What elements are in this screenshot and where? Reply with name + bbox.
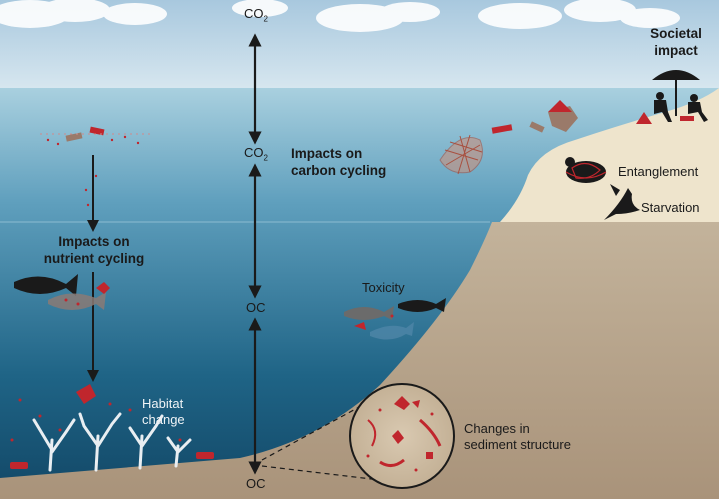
sediment-structure-label: Changes in sediment structure bbox=[464, 421, 571, 452]
oc-water-label: OC bbox=[246, 300, 266, 315]
plastic-debris-icon bbox=[10, 384, 214, 469]
fish-icon bbox=[14, 274, 110, 310]
seabird-icon bbox=[604, 184, 640, 220]
habitat-change-label: Habitat change bbox=[142, 396, 185, 427]
fish-icon bbox=[344, 298, 446, 340]
co2-atmosphere-label: CO2 bbox=[244, 6, 268, 24]
societal-impact-label: Societal impact bbox=[650, 26, 702, 58]
sunbather-icon bbox=[654, 92, 708, 122]
plastic-debris-icon bbox=[491, 100, 694, 134]
umbrella-icon bbox=[652, 70, 700, 116]
starvation-label: Starvation bbox=[641, 200, 700, 215]
coral-icon bbox=[32, 412, 192, 472]
toxicity-label: Toxicity bbox=[362, 280, 405, 295]
nutrient-cycling-label: Impacts on nutrient cycling bbox=[43, 234, 145, 266]
seafloor-sediment bbox=[0, 222, 719, 499]
co2-surface-label: CO2 bbox=[244, 145, 268, 163]
carbon-cycling-label: Impacts on carbon cycling bbox=[291, 146, 387, 178]
fishing-net-icon bbox=[439, 134, 483, 175]
beach bbox=[500, 88, 719, 222]
magnifier-circle-icon bbox=[349, 383, 455, 489]
sea-turtle-icon bbox=[565, 157, 607, 183]
oc-sediment-label: OC bbox=[246, 476, 266, 491]
plastic-debris-icon bbox=[40, 126, 150, 207]
entanglement-label: Entanglement bbox=[618, 164, 699, 179]
cloud-icon bbox=[0, 0, 680, 32]
